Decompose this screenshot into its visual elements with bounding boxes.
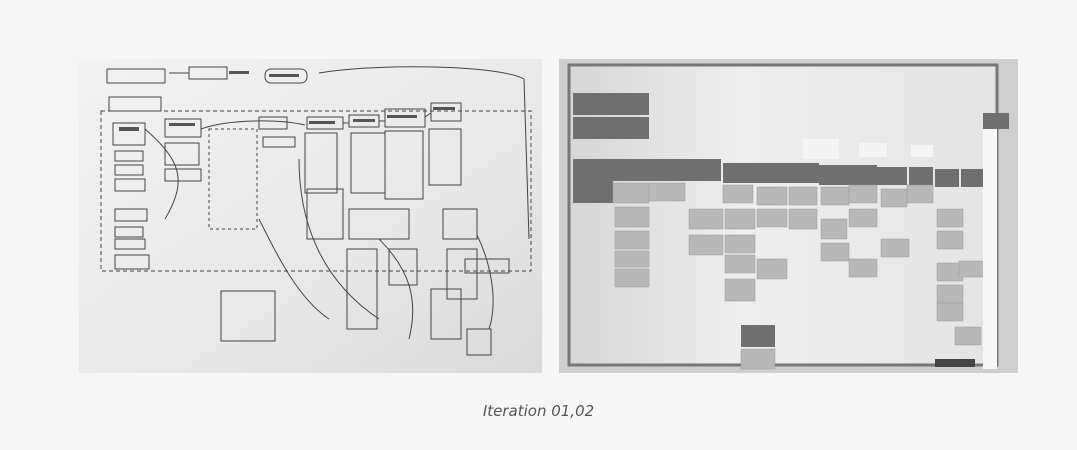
whiteboard-notes-drawing — [559, 59, 1018, 373]
whiteboard-notes-photo — [559, 59, 1018, 373]
caption: Iteration 01,02 — [482, 402, 595, 420]
whiteboard-sketch-photo — [79, 59, 542, 373]
whiteboard-sketch-drawing — [79, 59, 542, 373]
